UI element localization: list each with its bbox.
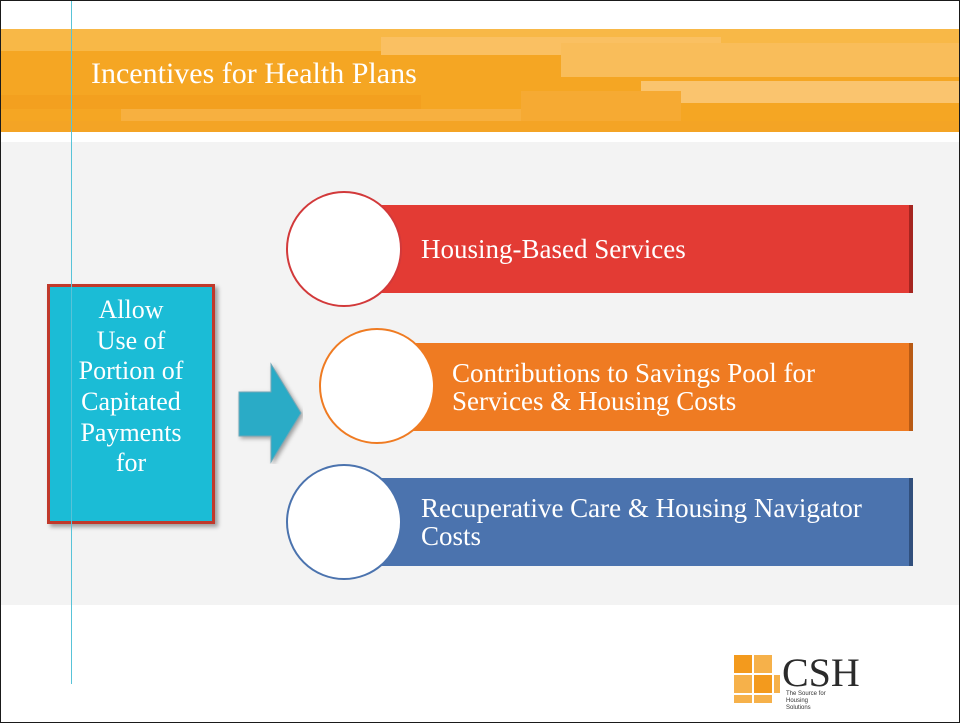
circle-marker [286, 191, 402, 307]
logo-square [734, 675, 752, 693]
bar-label: Contributions to Savings Pool for Servic… [452, 357, 816, 416]
banner-stripe [521, 91, 681, 121]
box-line: Portion of [78, 356, 184, 386]
circle-marker [319, 328, 435, 444]
savings-pool-bar: Contributions to Savings Pool for Servic… [361, 343, 913, 431]
bar-label: Housing-Based Services [421, 233, 686, 264]
box-line: Allow [98, 295, 164, 324]
logo-square [754, 695, 772, 703]
banner-stripe [1, 121, 959, 132]
recuperative-care-bar: Recuperative Care & Housing Navigator Co… [333, 478, 913, 566]
bar-label: Recuperative Care & Housing Navigator Co… [421, 492, 862, 551]
csh-logo: CSH The Source for Housing Solutions [734, 650, 880, 711]
housing-based-services-bar: Housing-Based Services [333, 205, 913, 293]
banner-stripe [121, 109, 601, 123]
box-line: for [115, 448, 147, 478]
box-line: Use of [96, 325, 166, 355]
right-arrow-icon [238, 362, 302, 464]
banner-stripe [561, 43, 959, 77]
title-banner [1, 29, 959, 132]
logo-tagline: The Source for Housing Solutions [786, 691, 826, 711]
logo-square [734, 695, 752, 703]
logo-square [754, 655, 772, 673]
box-line: Capitated [81, 387, 181, 417]
circle-marker [286, 464, 402, 580]
banner-stripe [1, 95, 421, 109]
logo-wordmark: CSH [782, 650, 860, 695]
box-line: Payments [80, 417, 182, 447]
slide-title: Incentives for Health Plans [91, 57, 417, 90]
logo-square [754, 675, 772, 693]
accent-vertical-line [71, 1, 72, 684]
capitated-payments-box: Allow Use of Portion of Capitated Paymen… [47, 284, 215, 524]
banner-stripe [641, 81, 959, 103]
logo-square [734, 655, 752, 673]
logo-square [774, 675, 780, 693]
